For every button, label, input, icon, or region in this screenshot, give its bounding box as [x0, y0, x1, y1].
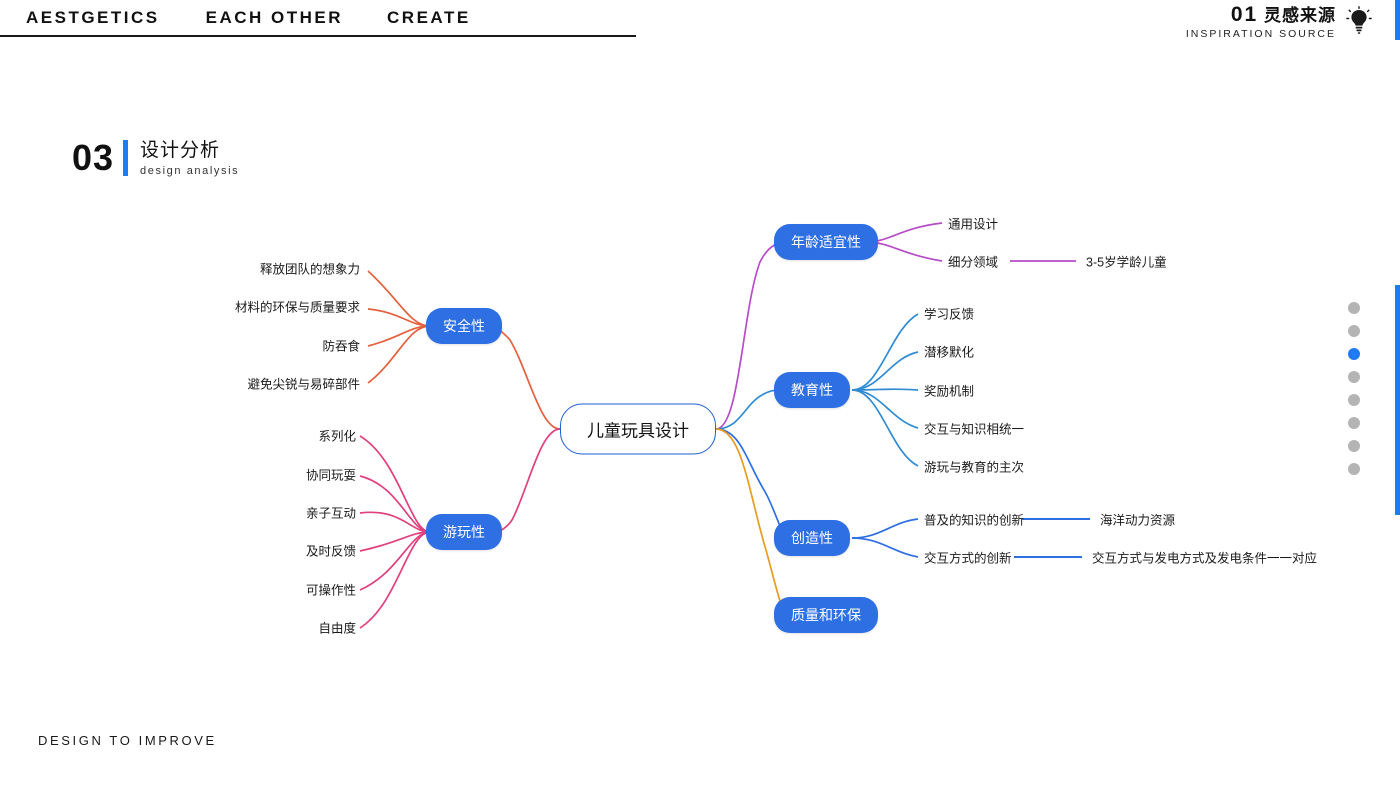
- leaf-age-1: 通用设计: [948, 217, 999, 232]
- mindmap-branch-play[interactable]: 游玩性: [426, 514, 502, 550]
- chapter-number: 01: [1230, 3, 1259, 26]
- header-word-1: AESTGETICS: [26, 7, 160, 27]
- mindmap-diagram: 儿童玩具设计 安全性 游玩性 年龄适宜性 教育性 创造性 质量和环保 释放团队的…: [0, 190, 1400, 660]
- leaf-education-2: 潜移默化: [924, 345, 975, 360]
- leaf-creative-1: 普及的知识的创新: [924, 513, 1025, 528]
- header-word-2: EACH OTHER: [205, 7, 344, 27]
- leaf-safety-2: 材料的环保与质量要求: [234, 300, 360, 315]
- leaf-play-6: 自由度: [318, 621, 356, 636]
- pagination-dot-2[interactable]: [1348, 325, 1360, 337]
- leaf-safety-3: 防吞食: [322, 339, 360, 354]
- leaf-education-1: 学习反馈: [924, 307, 975, 322]
- leaf-play-3: 亲子互动: [305, 506, 356, 521]
- lightbulb-icon: [1346, 6, 1372, 41]
- section-title-en: design analysis: [140, 164, 240, 177]
- top-header-bar: AESTGETICS EACH OTHER CREATE: [0, 0, 636, 37]
- leaf-play-4: 及时反馈: [305, 544, 356, 559]
- leaf-play-1: 系列化: [318, 429, 356, 444]
- mindmap-branch-creative[interactable]: 创造性: [774, 520, 850, 556]
- leaf-play-2: 协同玩耍: [305, 468, 356, 483]
- section-accent-bar: [123, 140, 129, 177]
- leaf-education-5: 游玩与教育的主次: [924, 460, 1025, 475]
- mindmap-branch-age[interactable]: 年龄适宜性: [774, 224, 878, 260]
- pagination-dot-4[interactable]: [1348, 371, 1360, 383]
- pagination-dot-7[interactable]: [1348, 440, 1360, 452]
- section-heading: 03 设计分析 design analysis: [72, 140, 239, 177]
- chapter-title-en: INSPIRATION SOURCE: [1185, 28, 1336, 41]
- slide-pagination[interactable]: [1348, 302, 1360, 475]
- footer-text: DESIGN TO IMPROVE: [38, 733, 217, 748]
- header-chapter-marker: 01 灵感来源 INSPIRATION SOURCE: [1185, 3, 1372, 41]
- pagination-dot-5[interactable]: [1348, 394, 1360, 406]
- chapter-title-cn: 灵感来源: [1264, 6, 1336, 25]
- mindmap-branch-education[interactable]: 教育性: [774, 372, 850, 408]
- accent-bar-middle-right: [1395, 285, 1400, 515]
- pagination-dot-6[interactable]: [1348, 417, 1360, 429]
- pagination-dot-3[interactable]: [1348, 348, 1360, 360]
- mindmap-root-node[interactable]: 儿童玩具设计: [560, 403, 716, 455]
- section-number: 03: [72, 137, 115, 179]
- accent-bar-top-right: [1395, 0, 1400, 40]
- header-word-3: CREATE: [387, 7, 471, 27]
- leaf-creative-1-sub: 海洋动力资源: [1100, 513, 1176, 528]
- leaf-creative-2-sub: 交互方式与发电方式及发电条件一一对应: [1092, 551, 1318, 566]
- section-title-cn: 设计分析: [140, 140, 221, 161]
- leaf-safety-4: 避免尖锐与易碎部件: [247, 377, 360, 392]
- leaf-creative-2: 交互方式的创新: [924, 551, 1012, 566]
- leaf-age-2: 细分领域: [948, 255, 999, 270]
- leaf-age-2-sub: 3-5岁学龄儿童: [1086, 255, 1167, 270]
- mindmap-branch-safety[interactable]: 安全性: [426, 308, 502, 344]
- pagination-dot-8[interactable]: [1348, 463, 1360, 475]
- leaf-education-3: 奖励机制: [924, 384, 975, 399]
- leaf-safety-1: 释放团队的想象力: [259, 262, 360, 277]
- pagination-dot-1[interactable]: [1348, 302, 1360, 314]
- mindmap-branch-quality[interactable]: 质量和环保: [774, 597, 878, 633]
- leaf-education-4: 交互与知识相统一: [924, 422, 1025, 437]
- leaf-play-5: 可操作性: [305, 583, 356, 598]
